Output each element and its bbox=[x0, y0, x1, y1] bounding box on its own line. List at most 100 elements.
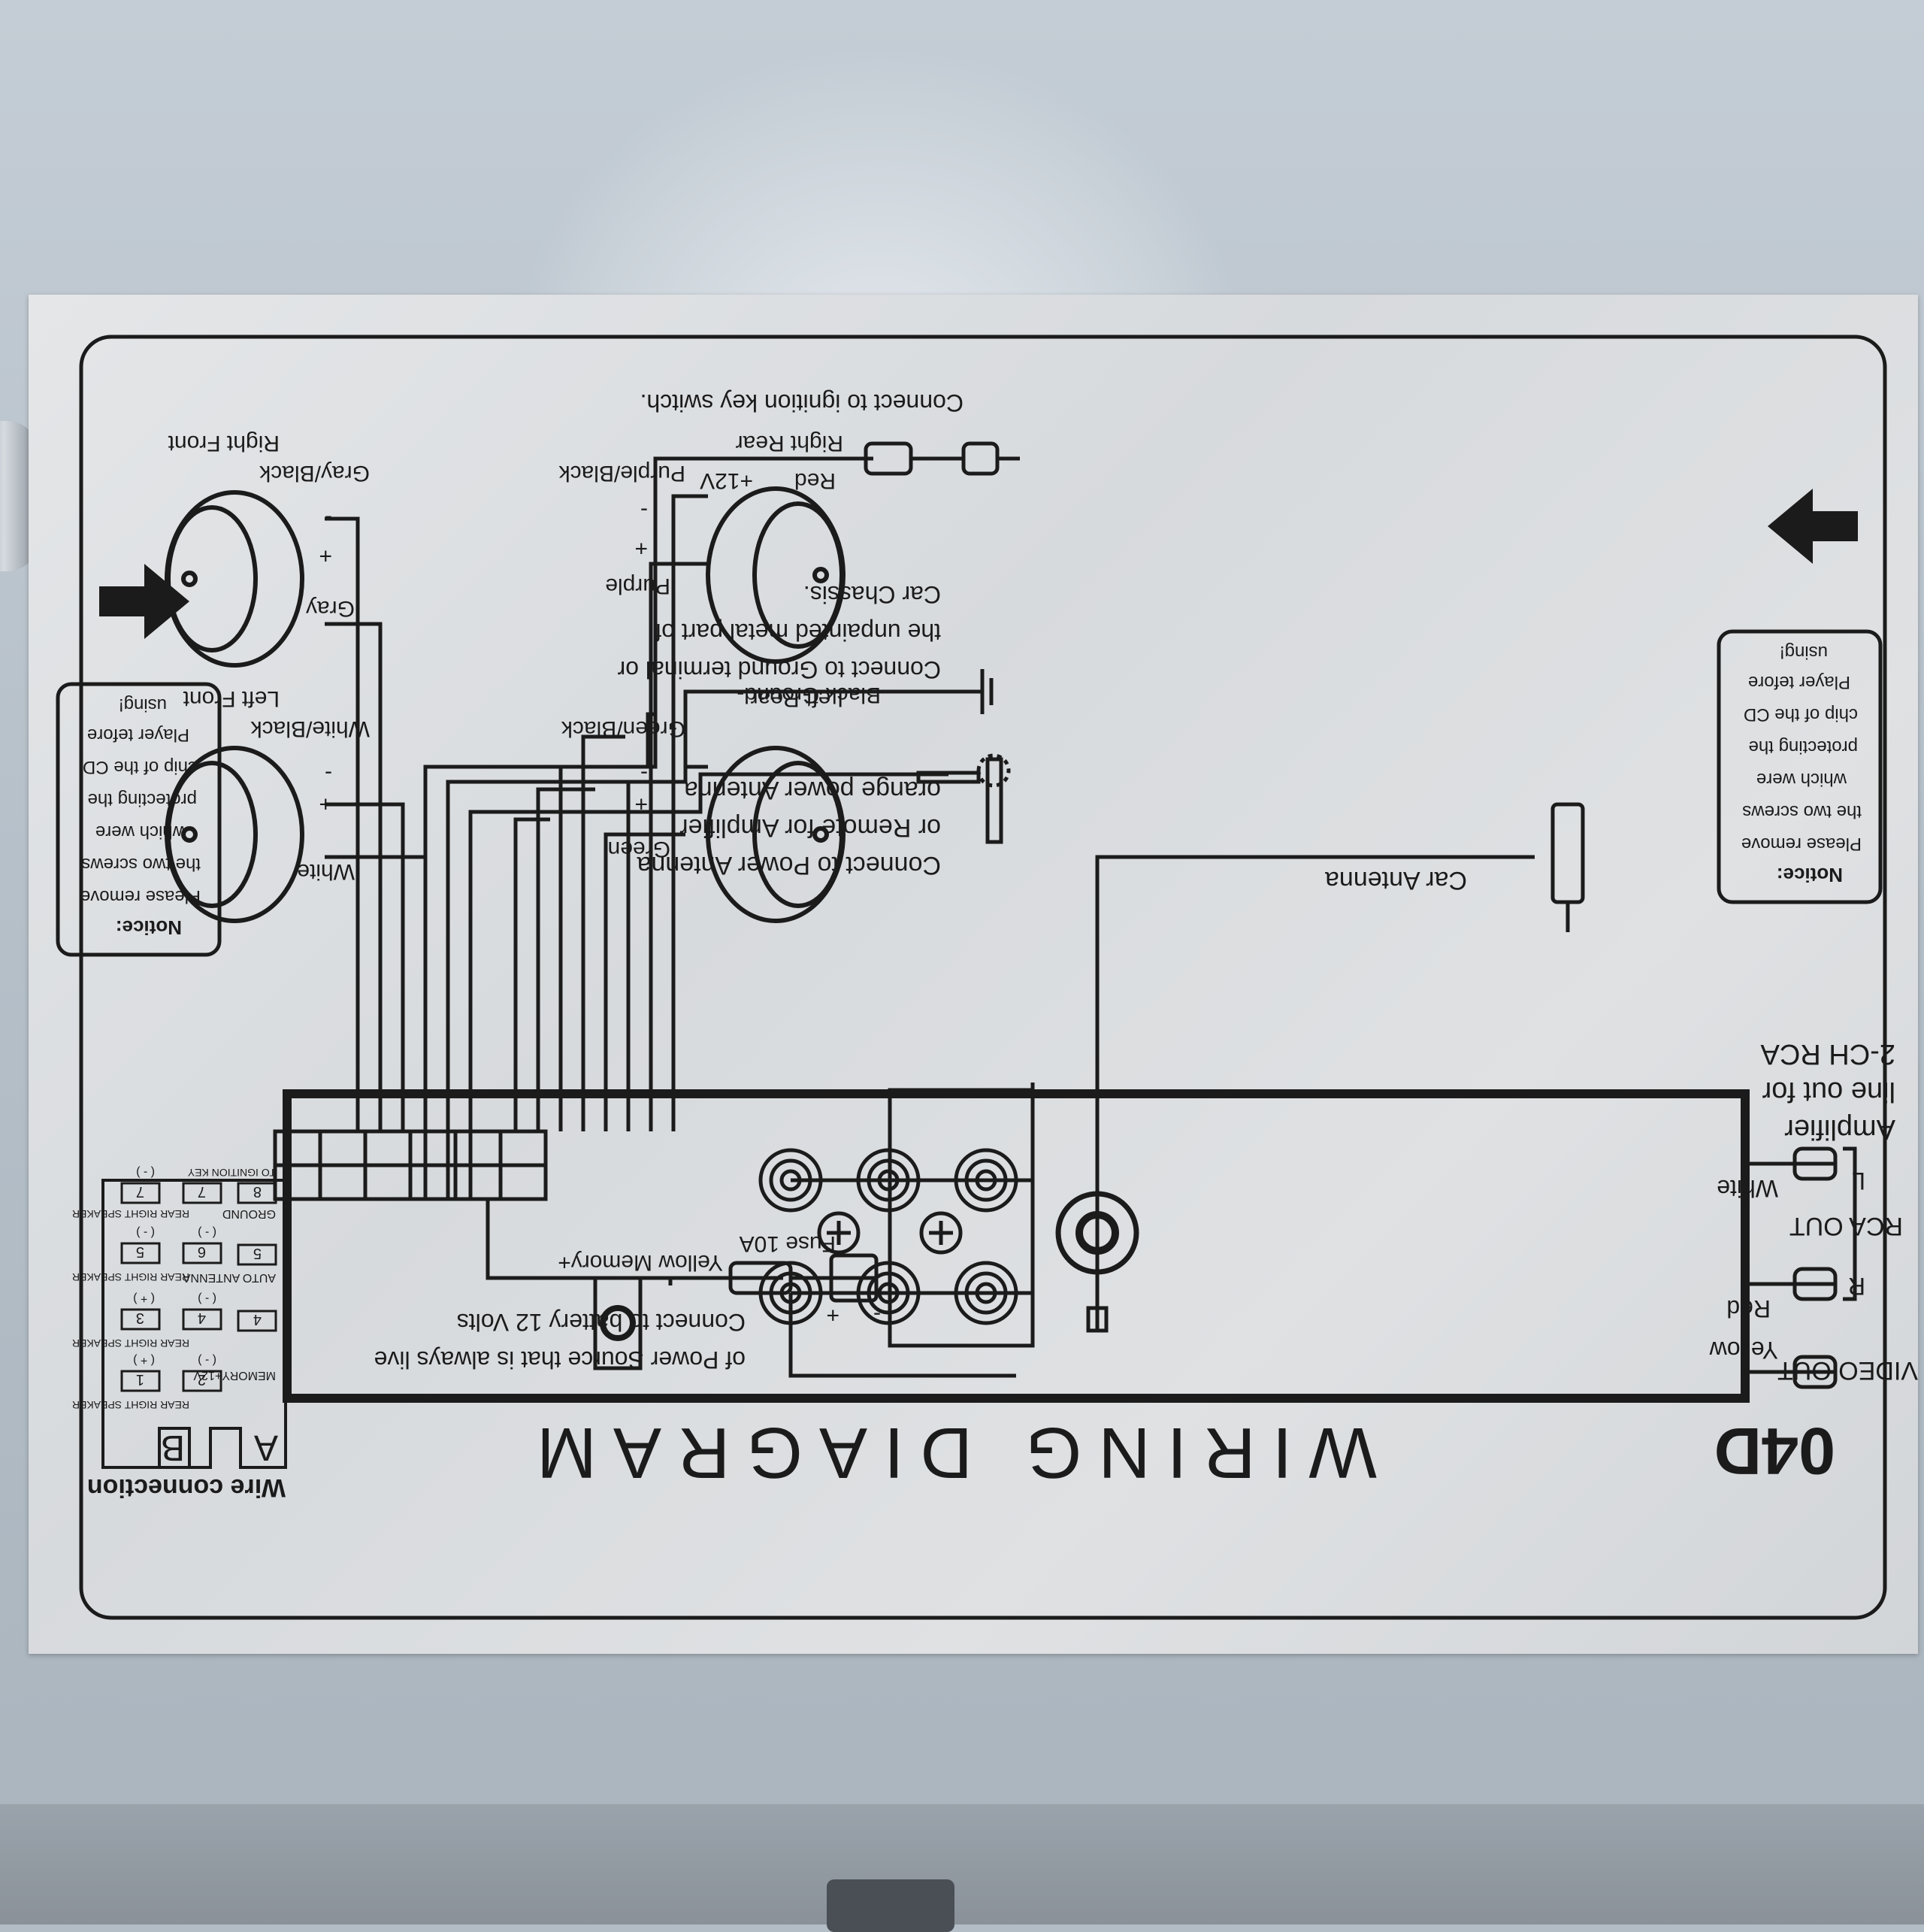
rca-white-label: White bbox=[1717, 1175, 1778, 1202]
speaker-left-front bbox=[165, 746, 304, 923]
polarity-minus-3: - bbox=[325, 762, 332, 786]
model-code: 04D bbox=[1714, 1414, 1835, 1488]
pin-7-num: 7 bbox=[136, 1183, 144, 1200]
wiring-diagram: 04D WIRING DIAGRAM Wire connection A B M… bbox=[56, 335, 1918, 1620]
harness-connector bbox=[273, 1129, 548, 1201]
arrow-right-icon bbox=[1768, 489, 1858, 564]
wire-gray: Gray bbox=[306, 596, 355, 621]
wire-white: White bbox=[297, 859, 355, 884]
head-unit-knob bbox=[600, 1305, 636, 1341]
pin-2-pol: ( - ) bbox=[198, 1354, 216, 1367]
wire-white-black: White/Black bbox=[250, 716, 370, 741]
ground-wire bbox=[446, 669, 994, 1199]
rca-r-label: R bbox=[1848, 1273, 1865, 1300]
pin-label-rear-speaker-3: REAR RIGHT SPEAKER bbox=[72, 1271, 189, 1283]
pin-label-rear-speaker-4: REAR RIGHT SPEAKER bbox=[72, 1208, 189, 1220]
fuse-label: Fuse 10A bbox=[740, 1231, 836, 1256]
pin-1-num: 1 bbox=[136, 1371, 144, 1388]
pin-a-5-num: 5 bbox=[253, 1245, 262, 1261]
polarity-plus-4: + bbox=[319, 544, 332, 568]
wiring-label-sticker bbox=[29, 295, 1918, 1654]
power-antenna-line3: orange power Antenna bbox=[684, 776, 941, 804]
antenna-wire-tip bbox=[916, 771, 981, 784]
left-front-label: Left Front bbox=[183, 686, 280, 711]
pin-a-8-num: 8 bbox=[253, 1183, 262, 1200]
ignition-voltage: +12V bbox=[700, 468, 753, 493]
pin-1 bbox=[120, 1370, 161, 1392]
memory-desc-line1: Connect to battery 12 Volts bbox=[457, 1309, 746, 1336]
speaker-right-front bbox=[165, 490, 304, 668]
video-out-label: VIDEO OUT bbox=[1777, 1356, 1918, 1385]
rca-desc-line1: 2-CH RCA bbox=[1760, 1038, 1895, 1070]
pin-5-pol: ( - ) bbox=[136, 1226, 155, 1239]
pin-label-rear-speaker-1: REAR RIGHT SPEAKER bbox=[72, 1399, 189, 1411]
pin-4-pol: ( - ) bbox=[198, 1292, 216, 1305]
polarity-minus-1: - bbox=[640, 762, 648, 786]
rca-desc-line3: Amplifier bbox=[1784, 1113, 1895, 1145]
pin-label-ignition: TO IGNITION KEY bbox=[187, 1167, 276, 1179]
notice-right-line5: chip of the CD bbox=[83, 757, 197, 777]
rca-jack-cluster bbox=[758, 1083, 1035, 1378]
ground-desc-line2: the unpainted metal part of bbox=[655, 619, 941, 646]
pin-6 bbox=[182, 1242, 222, 1264]
notice-right-line6: Player tefore bbox=[87, 725, 189, 745]
pin-7a bbox=[182, 1182, 222, 1204]
rca-yellow-label: Yellow bbox=[1709, 1337, 1778, 1364]
head-unit-body bbox=[283, 1089, 1750, 1403]
notice-left-line4: protecting the bbox=[1749, 737, 1858, 757]
polarity-plus-1: + bbox=[634, 792, 648, 816]
pin-7a-num: 7 bbox=[198, 1183, 206, 1200]
notice-box-right bbox=[56, 682, 222, 957]
wire-green: Green bbox=[608, 837, 670, 862]
polarity-plus-3: + bbox=[319, 792, 332, 816]
polarity-minus-4: - bbox=[325, 506, 332, 531]
rca-plug-red bbox=[1792, 1267, 1838, 1301]
label-border bbox=[79, 335, 1887, 1620]
memory-wire bbox=[486, 1199, 879, 1303]
pin-2 bbox=[182, 1370, 222, 1392]
section-b-letter: B bbox=[161, 1428, 185, 1467]
notice-left-line6: Player tefore bbox=[1748, 672, 1850, 692]
notice-right-title: Notice: bbox=[116, 916, 182, 939]
pin-3-num: 3 bbox=[136, 1310, 144, 1326]
car-antenna-lead bbox=[1086, 802, 1585, 1333]
notice-right-line7: using! bbox=[119, 695, 167, 715]
notice-left-line7: using! bbox=[1780, 642, 1828, 662]
pin-7 bbox=[120, 1182, 161, 1204]
arrow-left-icon bbox=[99, 564, 189, 639]
ignition-wire-label: Red bbox=[794, 468, 836, 493]
pin-5-num: 5 bbox=[136, 1243, 144, 1260]
pin-4 bbox=[182, 1308, 222, 1331]
rca-red-label: Red bbox=[1726, 1295, 1771, 1322]
polarity-minus-2: - bbox=[640, 498, 648, 523]
pin-6-num: 6 bbox=[198, 1243, 206, 1260]
rca-output-leads bbox=[1745, 1146, 1857, 1389]
rca-l-label: L bbox=[1852, 1167, 1865, 1195]
ground-wire-label: Black Ground- bbox=[737, 683, 881, 707]
wire-connection-box: Wire connection A B MEMORY+12V REAR RIGH… bbox=[72, 1166, 287, 1502]
car-antenna-plug bbox=[1550, 802, 1585, 904]
pin-7-pol: ( - ) bbox=[136, 1166, 155, 1179]
fuse-plus: + bbox=[826, 1303, 839, 1328]
notice-right-line3: which were bbox=[95, 822, 186, 842]
notice-left-line3: which were bbox=[1756, 769, 1847, 789]
wire-box-title: Wire connection bbox=[87, 1473, 286, 1502]
pin-a-5 bbox=[237, 1243, 277, 1266]
pin-3-pol: ( + ) bbox=[133, 1292, 155, 1305]
ignition-key-icon bbox=[961, 441, 1000, 476]
power-antenna-line2: or Remote for Amplifier bbox=[679, 813, 941, 842]
polarity-plus-2: + bbox=[634, 536, 648, 561]
right-rear-label: Right Rear bbox=[736, 431, 843, 456]
ground-terminal-icon bbox=[948, 669, 994, 714]
right-front-label: Right Front bbox=[168, 431, 280, 456]
notice-left-title: Notice: bbox=[1777, 864, 1843, 886]
antenna-mast bbox=[985, 757, 1003, 844]
left-rear-label: Left Rear bbox=[751, 686, 843, 711]
speaker-harness-wires bbox=[513, 712, 655, 1131]
chassis-bottom-edge bbox=[0, 1804, 1924, 1924]
chassis-tab bbox=[827, 1879, 954, 1932]
wire-purple-black: Purple/Black bbox=[558, 461, 685, 486]
power-antenna-line1: Connect to Power Antenna bbox=[637, 851, 941, 880]
pin-2-num: 2 bbox=[198, 1371, 206, 1388]
section-a-letter: A bbox=[254, 1428, 278, 1467]
